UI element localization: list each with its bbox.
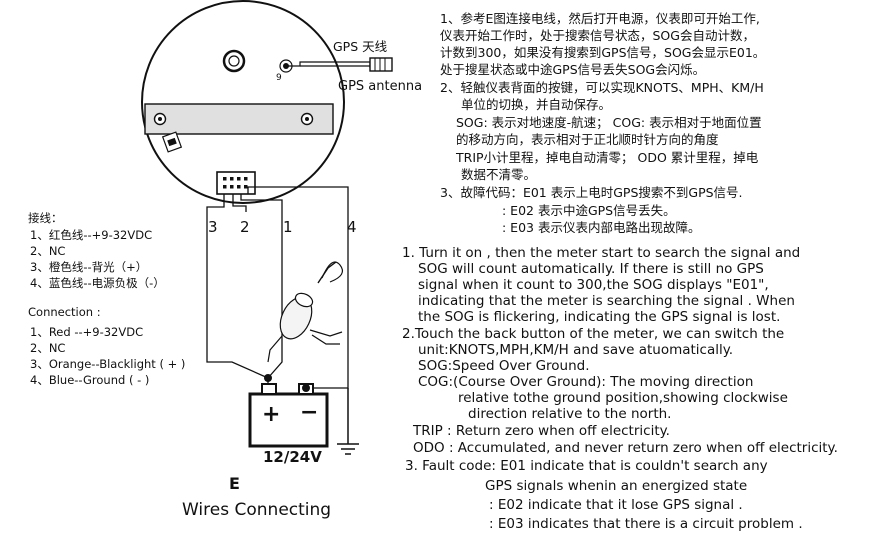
battery-plus: + xyxy=(262,402,281,427)
figure-letter: E xyxy=(229,474,240,493)
legend-cn-item: 2、NC xyxy=(30,244,66,258)
wire-number-1: 1 xyxy=(283,218,293,236)
instruction-cn-line: 数据不清零。 xyxy=(461,167,537,182)
legend-cn-item: 4、蓝色线--电源负极（-） xyxy=(30,276,165,290)
gps-antenna-label-cn: GPS 天线 xyxy=(333,39,388,54)
instruction-en-line: : E03 indicates that there is a circuit … xyxy=(489,516,803,532)
instruction-en-line: signal when it count to 300,the SOG disp… xyxy=(418,277,769,293)
instruction-cn-line: 仪表开始工作时，处于搜索信号状态，SOG会自动计数， xyxy=(440,28,755,43)
instruction-en-line: relative tothe ground position,showing c… xyxy=(458,390,788,406)
figure-caption: Wires Connecting xyxy=(182,500,332,520)
instruction-cn-line: 的移动方向，表示相对于正北顺时针方向的角度 xyxy=(456,132,719,147)
instruction-en-line: COG:(Course Over Ground): The moving dir… xyxy=(418,374,754,390)
battery-voltage: 12/24V xyxy=(263,448,322,466)
instruction-cn-line: 计数到300，如果没有搜索到GPS信号，SOG会显示E01。 xyxy=(440,45,766,60)
legend-en-item: 1、Red --+9-32VDC xyxy=(30,325,144,339)
instruction-cn-line: 1、参考E图连接电线，然后打开电源，仪表即可开始工作, xyxy=(440,11,760,26)
instruction-cn-line: 单位的切换，并自动保存。 xyxy=(461,97,612,112)
instruction-cn-line: TRIP小计里程，掉电自动清零； ODO 累计里程，掉电 xyxy=(456,150,759,165)
instruction-en-line: 1. Turn it on , then the meter start to … xyxy=(402,245,801,261)
legend-en-item: 4、Blue--Ground ( - ) xyxy=(30,373,150,387)
instruction-en-line: unit:KNOTS,MPH,KM/H and save atuomatical… xyxy=(418,342,734,358)
instruction-en-line: SOG will count automatically. If there i… xyxy=(418,261,764,277)
gps-antenna-cable xyxy=(286,57,393,72)
instruction-cn-line: 2、轻触仪表背面的按键，可以实现KNOTS、MPH、KM/H xyxy=(440,80,764,95)
instruction-cn-line: 处于搜星状态或中途GPS信号丢失SOG会闪烁。 xyxy=(440,62,706,77)
instruction-en-line: direction relative to the north. xyxy=(468,406,672,422)
instruction-en-line: indicating that the meter is searching t… xyxy=(418,293,795,309)
instruction-cn-line: : E02 表示中途GPS信号丢失。 xyxy=(502,203,676,218)
ignition-switch-icon xyxy=(267,261,343,363)
instruction-en-line: 3. Fault code: E01 indicate that is coul… xyxy=(405,458,768,474)
instruction-cn-line: : E03 表示仪表内部电路出现故障。 xyxy=(502,220,701,235)
back-button-icon xyxy=(161,131,183,153)
legend-en-title: Connection : xyxy=(28,305,101,319)
gauge-back-circle xyxy=(141,0,345,204)
legend-en-item: 2、NC xyxy=(30,341,66,355)
legend-cn-item: 3、橙色线--背光（+） xyxy=(30,260,148,274)
legend-en-item: 3、Orange--Blacklight ( + ) xyxy=(30,357,186,371)
gps-antenna-label-en: GPS antenna xyxy=(338,79,423,94)
wire-2-nc xyxy=(232,194,247,212)
instruction-en-line: the SOG is flickering, indicating the GP… xyxy=(418,309,781,325)
instruction-en-line: ODO : Accumulated, and never return zero… xyxy=(413,440,838,456)
battery-minus: − xyxy=(300,400,319,425)
battery-icon xyxy=(248,374,329,448)
wire-number-4: 4 xyxy=(347,218,357,236)
wire-1-red xyxy=(240,194,283,379)
instruction-en-line: : E02 indicate that it lose GPS signal . xyxy=(489,497,743,513)
instruction-en-line: SOG:Speed Over Ground. xyxy=(418,358,590,374)
wire-4-blue xyxy=(247,186,349,389)
ground-icon xyxy=(337,388,359,455)
instruction-cn-line: 3、故障代码：E01 表示上电时GPS搜索不到GPS信号. xyxy=(440,185,743,200)
instruction-en-line: 2.Touch the back button of the meter, we… xyxy=(402,326,785,342)
instruction-en-line: TRIP : Return zero when off electricity. xyxy=(413,423,670,439)
wire-connector xyxy=(216,171,256,195)
pin-label: 9 xyxy=(276,73,282,83)
instruction-cn-line: SOG: 表示对地速度-航速； COG: 表示相对于地面位置 xyxy=(456,115,762,130)
legend-cn-item: 1、红色线--+9-32VDC xyxy=(30,228,153,242)
wire-number-3: 3 xyxy=(208,218,218,236)
wire-number-2: 2 xyxy=(240,218,250,236)
wire-3-orange xyxy=(206,194,269,379)
legend-cn-title: 接线： xyxy=(28,211,63,225)
instruction-en-line: GPS signals whenin an energized state xyxy=(485,478,748,494)
